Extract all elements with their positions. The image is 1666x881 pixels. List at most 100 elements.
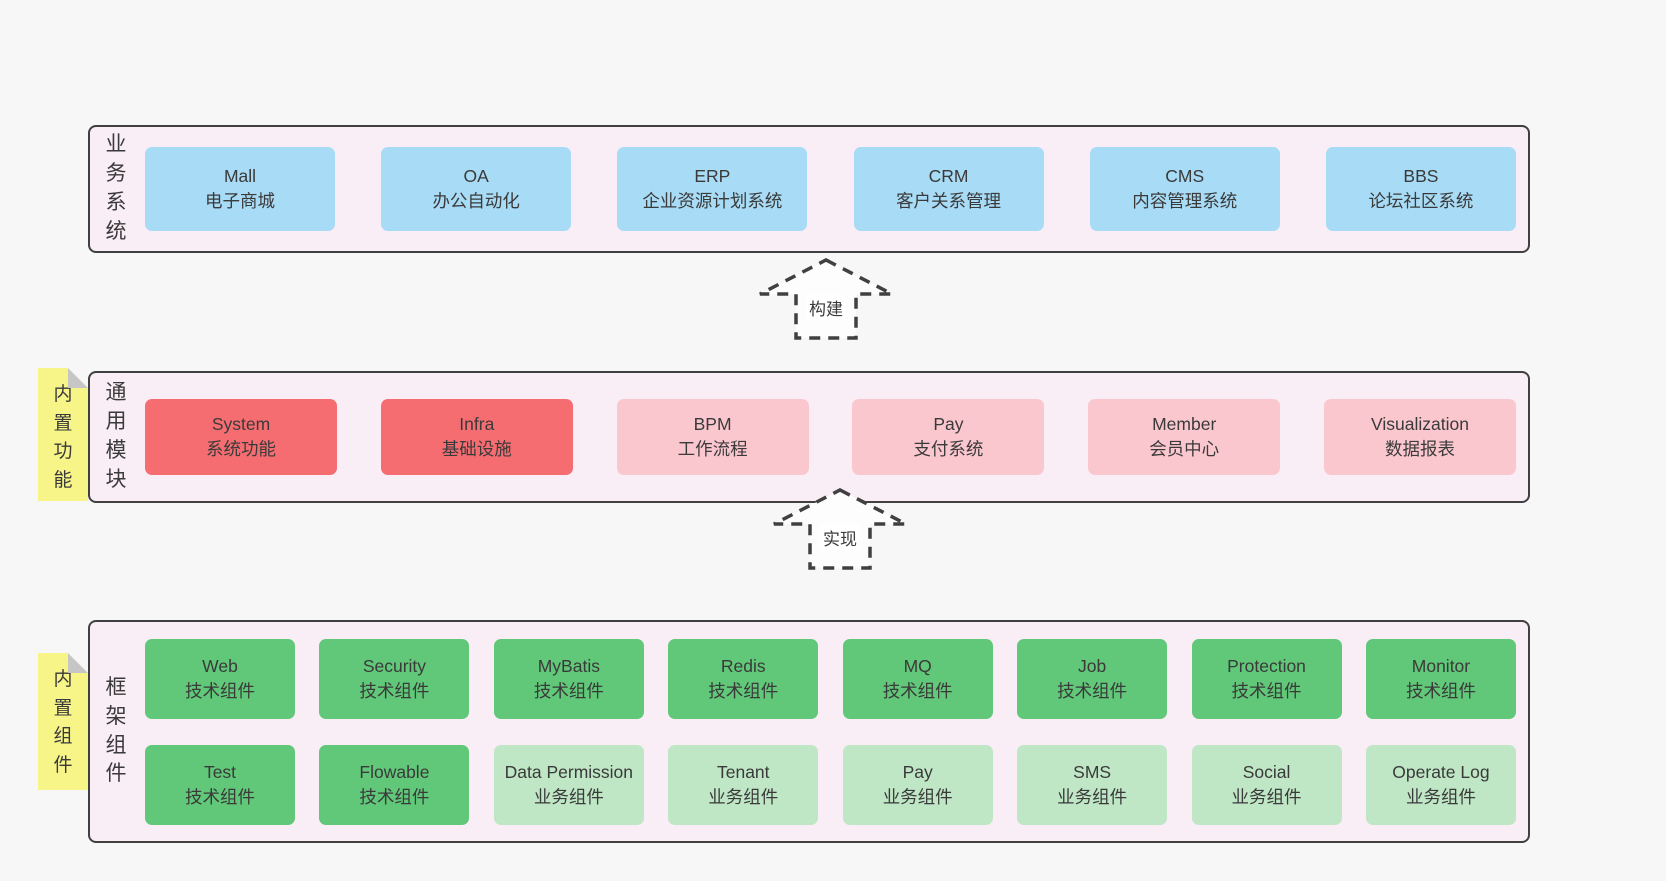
box-title: MyBatis [537,655,600,676]
box-subtitle: 技术组件 [708,680,779,701]
implement-arrow-label: 实现 [820,525,860,550]
box-subtitle: 技术组件 [185,680,255,701]
box-subtitle: 技术组件 [1231,680,1302,701]
box-security: Security 技术组件 [319,638,470,719]
box-title: Social [1242,761,1291,782]
box-subtitle: 业务组件 [1231,786,1302,807]
box-title: ERP [694,166,731,187]
sticky-built-in-components: 内置组件 [38,653,88,790]
box-subtitle: 工作流程 [677,439,748,459]
box-data-permission: Data Permission 业务组件 [493,744,644,825]
box-web: Web 技术组件 [145,638,295,719]
box-bpm: BPM 工作流程 [616,399,809,475]
box-title: BPM [693,414,732,435]
box-subtitle: 技术组件 [359,786,430,807]
box-title: System [211,414,271,435]
box-title: Tenant [716,761,770,782]
box-mybatis: MyBatis 技术组件 [493,638,644,719]
box-subtitle: 技术组件 [882,680,953,701]
box-title: Redis [720,655,766,676]
box-title: OA [463,166,489,187]
box-title: Test [203,761,237,782]
box-subtitle: 客户关系管理 [896,191,1002,211]
box-title: Data Permission [504,761,634,782]
box-subtitle: 会员中心 [1149,439,1220,459]
box-job: Job 技术组件 [1017,638,1168,719]
box-subtitle: 基础设施 [441,439,512,459]
box-sms: SMS 业务组件 [1017,744,1168,825]
box-tenant: Tenant 业务组件 [668,744,819,825]
box-operate-log: Operate Log 业务组件 [1365,744,1516,825]
box-title: CMS [1165,166,1205,187]
box-mq: MQ 技术组件 [842,638,993,719]
box-subtitle: 技术组件 [533,680,604,701]
box-subtitle: 办公自动化 [432,191,520,211]
sticky-label: 内置功能 [53,384,73,491]
box-subtitle: 数据报表 [1384,439,1455,459]
build-arrow: 构建 [756,256,896,342]
box-subtitle: 企业资源计划系统 [642,191,783,211]
implement-arrow: 实现 [770,486,910,572]
section-label-framework-components: 框架组件 [105,675,127,786]
section-label-business-systems: 业务系统 [105,133,127,243]
box-infra: Infra 基础设施 [380,399,573,475]
box-member: Member 会员中心 [1088,399,1281,475]
box-subtitle: 电子商城 [205,191,275,211]
box-title: MQ [903,655,932,676]
box-title: Infra [459,414,495,435]
box-subtitle: 业务组件 [882,786,953,807]
box-title: Member [1152,414,1217,435]
box-title: Monitor [1411,655,1471,676]
box-oa: OA 办公自动化 [381,147,572,231]
box-title: Flowable [359,761,430,782]
sticky-built-in-features: 内置功能 [38,368,88,501]
box-redis: Redis 技术组件 [668,638,819,719]
box-subtitle: 业务组件 [708,786,779,807]
box-title: Pay [933,414,964,435]
box-subtitle: 论坛社区系统 [1368,191,1474,211]
box-title: CRM [928,166,969,187]
box-subtitle: 业务组件 [533,786,604,807]
box-pay-business: Pay 业务组件 [842,744,993,825]
box-test: Test 技术组件 [145,744,295,825]
section-label-common-modules: 通用模块 [105,381,127,491]
box-title: Protection [1227,655,1306,676]
box-crm: CRM 客户关系管理 [853,147,1044,231]
box-title: BBS [1403,166,1439,187]
folded-corner-icon [68,653,88,673]
box-monitor: Monitor 技术组件 [1365,638,1516,719]
box-subtitle: 业务组件 [1057,786,1128,807]
box-subtitle: 系统功能 [206,439,276,459]
box-erp: ERP 企业资源计划系统 [617,147,808,231]
box-protection: Protection 技术组件 [1191,638,1342,719]
box-title: Operate Log [1392,761,1490,782]
box-social: Social 业务组件 [1191,744,1342,825]
box-subtitle: 业务组件 [1405,786,1476,807]
box-subtitle: 技术组件 [359,680,430,701]
box-title: SMS [1073,761,1112,782]
box-subtitle: 技术组件 [185,786,255,807]
box-title: Security [362,655,427,676]
box-title: Job [1078,655,1107,676]
box-subtitle: 内容管理系统 [1132,191,1238,211]
box-title: Pay [902,761,933,782]
box-subtitle: 技术组件 [1405,680,1476,701]
folded-corner-icon [68,368,88,388]
box-subtitle: 技术组件 [1057,680,1128,701]
box-title: Web [202,655,238,676]
sticky-label: 内置组件 [53,669,73,776]
box-bbs: BBS 论坛社区系统 [1325,147,1516,231]
